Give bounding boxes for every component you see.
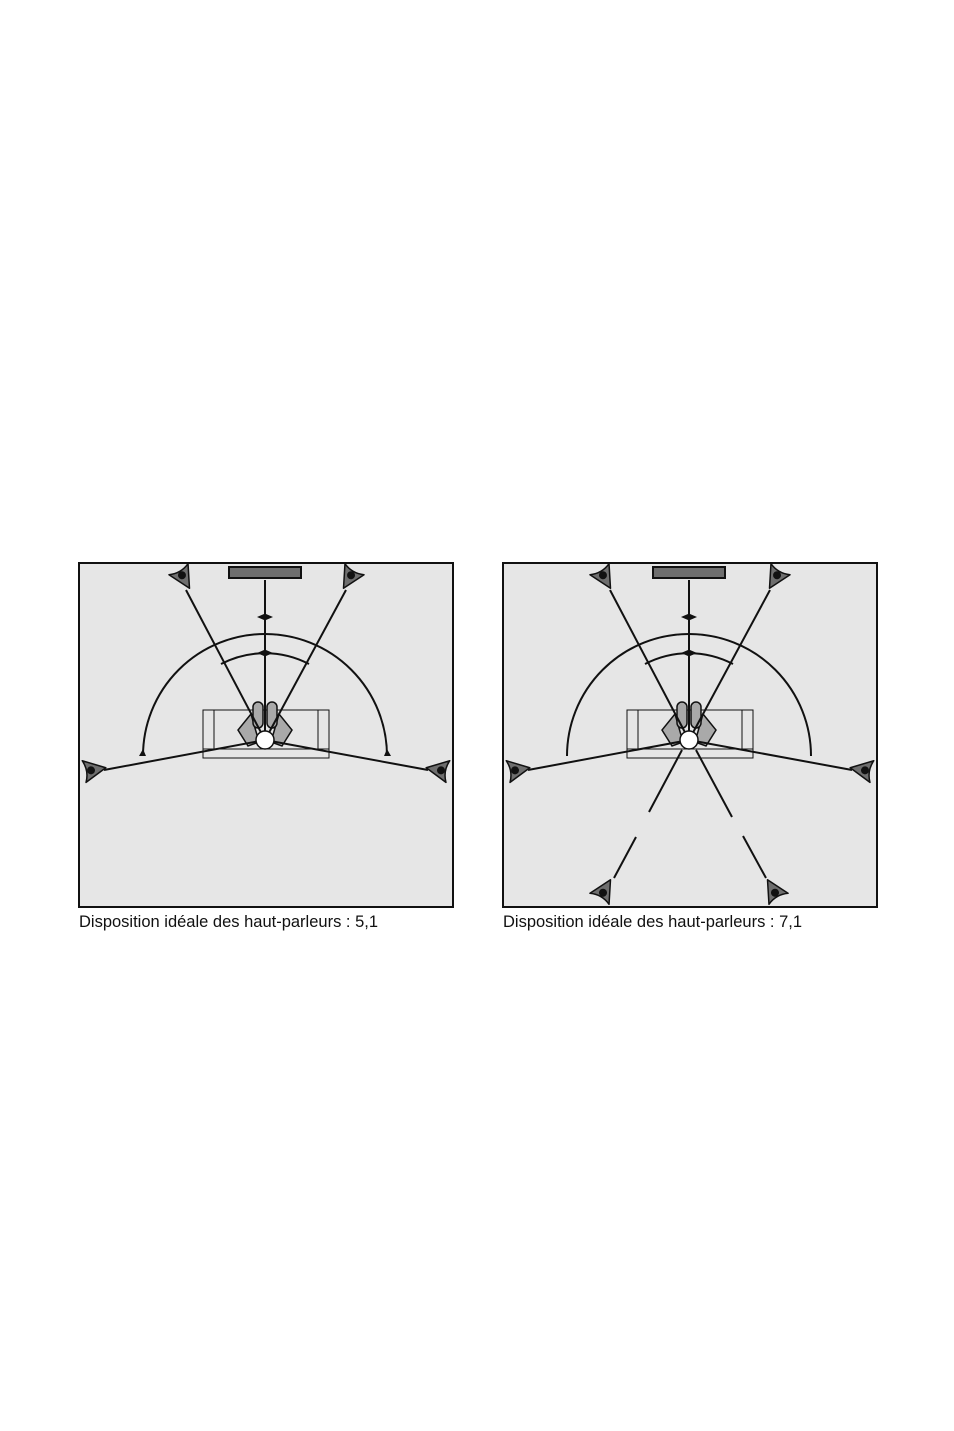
- diagram-caption: Disposition idéale des haut-parleurs : 5…: [79, 913, 379, 931]
- speaker-icon: [168, 562, 191, 590]
- speaker-icon: [849, 759, 875, 784]
- speaker-icon: [342, 562, 365, 590]
- tv-screen-icon: [652, 566, 726, 579]
- diagram-7-1: Disposition idéale des haut-parleurs : 7…: [502, 562, 878, 931]
- arrow-icon: [139, 614, 391, 756]
- speaker-icon: [589, 878, 612, 906]
- arrow-icon: [681, 614, 697, 656]
- speaker-icon: [768, 562, 791, 590]
- room-diagram: [78, 562, 454, 908]
- speaker-icon: [589, 562, 612, 590]
- room-diagram: [502, 562, 878, 908]
- speaker-lines: [527, 580, 853, 879]
- speaker-icon: [81, 759, 107, 784]
- speaker-icon: [505, 759, 531, 784]
- tv-screen-icon: [228, 566, 302, 579]
- speaker-icon: [766, 878, 789, 906]
- listener-head: [255, 730, 275, 750]
- listener-head: [679, 730, 699, 750]
- speaker-lines: [103, 580, 429, 771]
- diagram-5-1: Disposition idéale des haut-parleurs : 5…: [78, 562, 454, 931]
- speaker-icon: [425, 759, 451, 784]
- diagram-caption: Disposition idéale des haut-parleurs : 7…: [503, 913, 803, 931]
